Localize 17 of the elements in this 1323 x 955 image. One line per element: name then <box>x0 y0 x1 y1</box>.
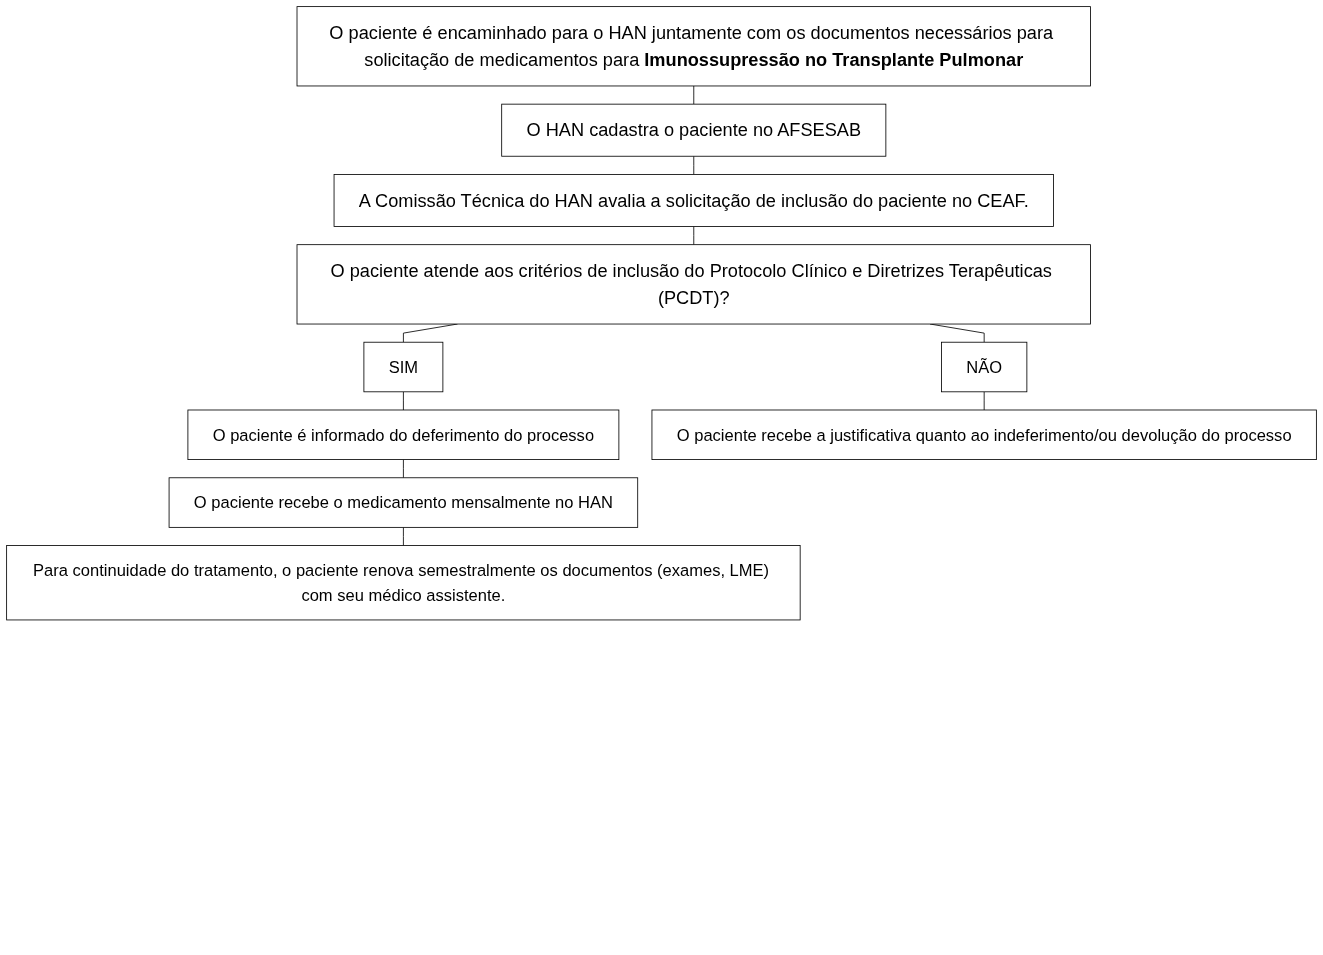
node-box: O HAN cadastra o paciente no AFSESAB <box>501 103 887 157</box>
node-box: O paciente é encaminhado para o HAN juntamente com os documentos necessários para solicitação de medicamentos para Imunossupressão no Transplante Pulmonar <box>296 6 1091 87</box>
connector <box>693 85 695 105</box>
node-box: O paciente é informado do deferimento do processo <box>187 409 620 460</box>
node-box: NÃO <box>941 341 1028 393</box>
connector <box>693 155 695 175</box>
node-box: Para continuidade do tratamento, o paciente renova semestralmente os documentos (exames, LME) com seu médico assistente. <box>6 545 801 621</box>
node-box: SIM <box>363 341 444 393</box>
node-box: O paciente recebe a justificativa quanto ao indeferimento/ou devolução do processo <box>651 409 1317 460</box>
node-box: O paciente recebe o medicamento mensalmente no HAN <box>168 477 639 528</box>
node-box: A Comissão Técnica do HAN avalia a solicitação de inclusão do paciente no CEAF. <box>333 174 1054 227</box>
node-box: O paciente atende aos critérios de inclusão do Protocolo Clínico e Diretrizes Terapêuticas (PCDT)? <box>296 244 1091 325</box>
connector <box>402 459 404 479</box>
connector <box>402 391 404 411</box>
connector <box>693 226 695 246</box>
connector <box>402 526 404 546</box>
connector <box>983 391 985 411</box>
